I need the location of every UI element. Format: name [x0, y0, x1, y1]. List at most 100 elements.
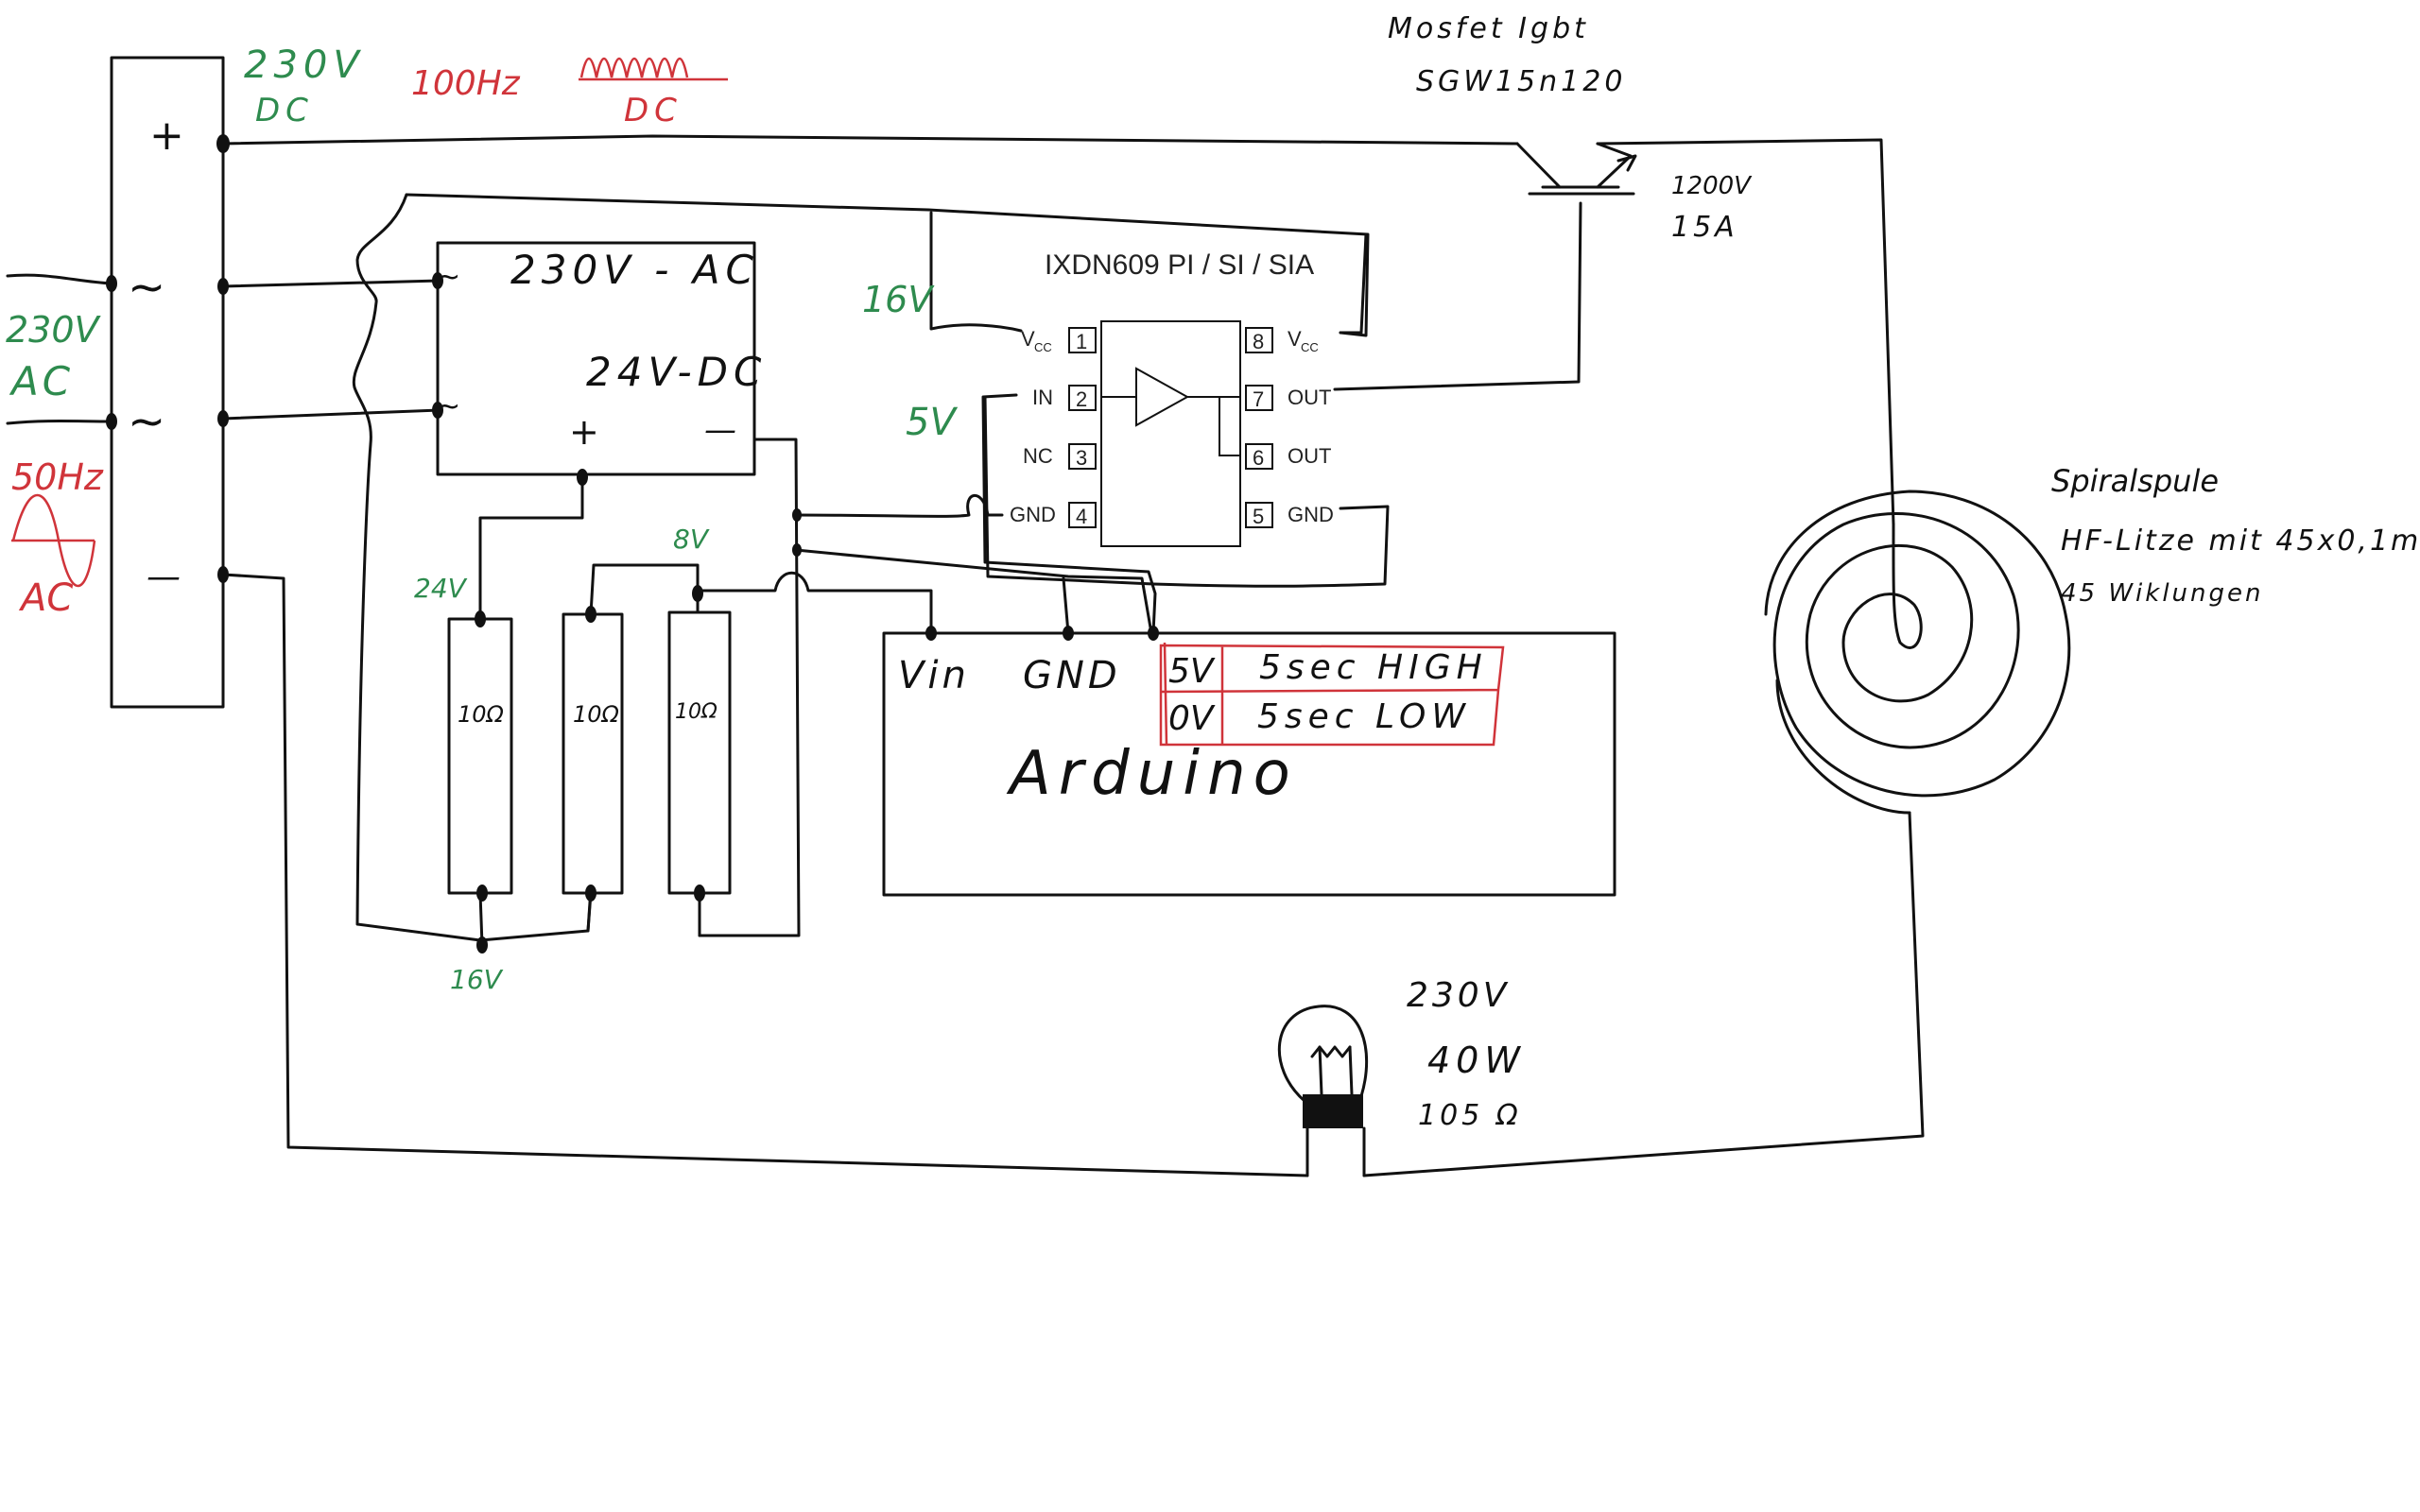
mains-node-1: [106, 275, 117, 292]
tap-8v-to-vin-wire: [696, 571, 933, 635]
node-r1-bottom: [476, 885, 488, 902]
sine-waveform: [11, 494, 96, 587]
mosfet-voltage: 1200V: [1671, 172, 1753, 200]
pin-6-number: 6: [1253, 446, 1264, 470]
psu-ac-label: 230V - AC: [510, 247, 759, 293]
node-ac-2: [217, 410, 229, 427]
rectifier-minus: —: [147, 558, 181, 596]
gnd-to-driver-wire: [794, 493, 1004, 518]
node-gnd-1: [792, 508, 802, 522]
lamp-power: 40W: [1427, 1040, 1526, 1081]
pin-2-number: 2: [1076, 387, 1087, 411]
pin-4-name: GND: [1010, 503, 1056, 526]
r2-r3-top-link: [589, 563, 700, 616]
driver-input-label: 5V: [906, 401, 958, 444]
row-1-level: 5V: [1168, 652, 1216, 691]
buffer-symbol: [1135, 367, 1190, 427]
ac-line-1: [221, 279, 441, 288]
mains-node-2: [106, 413, 117, 430]
node-16v: [476, 936, 488, 954]
driver-supply-label: 16V: [862, 279, 935, 320]
psu-minus-wire: [698, 438, 801, 937]
node-plus: [216, 134, 230, 153]
mains-wire-2: [6, 420, 113, 425]
node-signal: [1148, 626, 1159, 641]
node-gnd-2: [792, 543, 802, 557]
spiral-coil: [1764, 490, 2071, 815]
tap-16v-label: 16V: [450, 964, 504, 995]
pin-8-name: V: [1288, 327, 1302, 351]
pin-1-number: 1: [1076, 330, 1087, 353]
bulb-leads: [1305, 1126, 1366, 1177]
arduino-vin-label: Vin: [898, 654, 970, 697]
driver-title: IXDN609 PI / SI / SIA: [1045, 249, 1314, 281]
pin-7-name: OUT: [1288, 386, 1331, 409]
psu-ac1: ~: [437, 261, 460, 294]
mains-freq-label: 50Hz: [11, 456, 104, 498]
resistor-3: [667, 610, 732, 895]
node-vin: [925, 626, 937, 641]
mosfet-current: 15A: [1671, 211, 1738, 244]
resistor-1-value: 10Ω: [458, 701, 505, 728]
psu-plus: +: [569, 411, 599, 453]
pin-6-name: OUT: [1288, 444, 1331, 468]
bulb-glass: [1277, 1005, 1369, 1103]
signal-table-edge: [1163, 642, 1168, 746]
driver-body: [1100, 320, 1241, 547]
rectifier-ac1: ~: [128, 261, 165, 314]
pin-4-number: 4: [1076, 505, 1087, 528]
lamp-voltage: 230V: [1407, 976, 1510, 1015]
pin-2-name: IN: [1032, 386, 1053, 409]
resistor-3-value: 10Ω: [675, 700, 717, 724]
mains-wire-1: [6, 273, 113, 285]
coil-turns: 45 Wiklungen: [2061, 579, 2264, 608]
coil-name: Spiralspule: [2051, 463, 2219, 499]
bridge-rectifier: + ~ ~ —: [110, 56, 225, 709]
node-psu-plus: [577, 469, 588, 486]
collector-wire: [1596, 138, 1895, 526]
row-1-desc: 5sec HIGH: [1259, 648, 1488, 687]
node-r3-top: [692, 585, 703, 602]
node-minus: [217, 566, 229, 583]
driver-cutout-left: [929, 211, 1023, 333]
node-r1-top: [475, 610, 486, 627]
coil-outer-lead: [1775, 679, 1911, 815]
resistor-2-value: 10Ω: [573, 701, 620, 728]
gnd-to-arduino-wire: [794, 548, 1153, 635]
ripple-waveform: [579, 57, 728, 81]
dc-minus-rail: [221, 573, 1309, 1177]
gate-drive-wire: [1333, 201, 1582, 391]
arduino-gnd-lead: [1062, 576, 1070, 635]
mains-type-red-label: AC: [18, 576, 73, 620]
driver-cutout-bottom: [983, 395, 1390, 588]
row-2-level: 0V: [1168, 699, 1216, 738]
igbt-arrow: [1616, 154, 1637, 172]
lamp-resistance: 105 Ω: [1418, 1099, 1522, 1132]
mains-voltage-label: 230V: [6, 309, 102, 351]
bulb-filament-legs: [1318, 1045, 1354, 1096]
pin-3-name: NC: [1023, 444, 1053, 468]
pin-7-number: 7: [1253, 387, 1264, 411]
tap-24v-label: 24V: [414, 573, 468, 604]
igbt-collector-lead: [1515, 142, 1562, 189]
arduino-name: Arduino: [1006, 739, 1298, 809]
rectifier-ac2: ~: [128, 395, 165, 448]
resistor-1: [447, 617, 513, 895]
coil-wire: HF-Litze mit 45x0,1mm: [2061, 524, 2420, 558]
row-2-desc: 5sec LOW: [1257, 697, 1471, 736]
node-r2-bottom: [585, 885, 596, 902]
pin-5-name: GND: [1288, 503, 1334, 526]
psu-dc-label: 24V-DC: [586, 349, 767, 395]
driver-cutout-right-top: [1339, 232, 1368, 335]
pin-8-sub: CC: [1301, 340, 1319, 354]
bulb-filament: [1310, 1045, 1352, 1058]
resistor-divider: 10Ω 10Ω 10Ω: [447, 610, 732, 895]
signal-table: 5V 5sec HIGH 0V 5sec LOW: [1159, 642, 1505, 747]
node-ac-1: [217, 278, 229, 295]
power-supply-module: ~ ~ 230V - AC 24V-DC + —: [436, 241, 767, 476]
tap-8v-label: 8V: [673, 524, 710, 555]
dc-plus-rail: [221, 134, 1519, 146]
rectifier-plus: +: [149, 112, 184, 160]
pin-1-sub: CC: [1034, 340, 1052, 354]
